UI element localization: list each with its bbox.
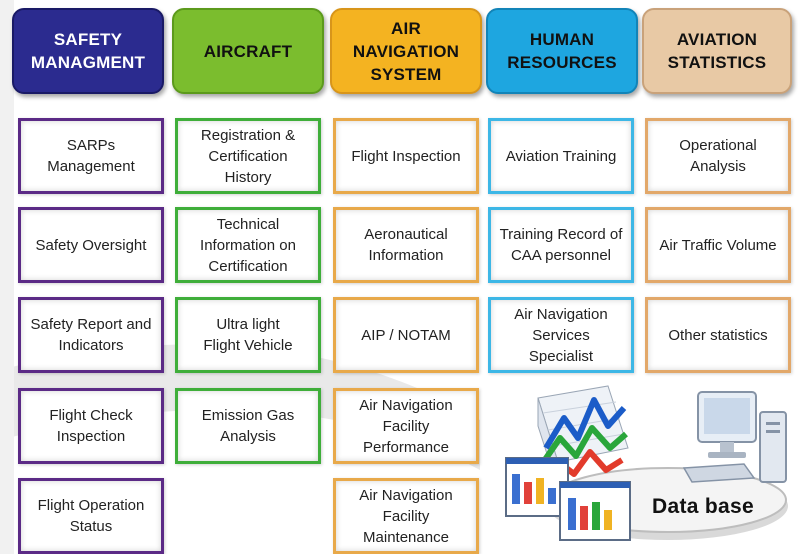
cell-operational-analysis: Operational Analysis: [645, 118, 791, 194]
cell-emission-gas-analysis: Emission Gas Analysis: [175, 388, 321, 464]
header-safety-management: SAFETY MANAGMENT: [12, 8, 164, 94]
cell-other-statistics: Other statistics: [645, 297, 791, 373]
cell-safety-report-indicators: Safety Report and Indicators: [18, 297, 164, 373]
cell-air-navigation-facility-maintenance: Air Navigation Facility Maintenance: [333, 478, 479, 554]
cell-aip-notam: AIP / NOTAM: [333, 297, 479, 373]
header-air-navigation-system: AIR NAVIGATION SYSTEM: [330, 8, 482, 94]
database-label: Data base: [652, 495, 754, 518]
header-aircraft: AIRCRAFT: [172, 8, 324, 94]
cell-aeronautical-information: Aeronautical Information: [333, 207, 479, 283]
cell-flight-operation-status: Flight Operation Status: [18, 478, 164, 554]
cell-safety-oversight: Safety Oversight: [18, 207, 164, 283]
cell-air-traffic-volume: Air Traffic Volume: [645, 207, 791, 283]
database-computer-chart-icon: [505, 385, 788, 541]
cell-flight-check-inspection: Flight Check Inspection: [18, 388, 164, 464]
cell-air-navigation-services-specialist: Air Navigation Services Specialist: [488, 297, 634, 373]
cell-training-record-caa-personnel: Training Record of CAA personnel: [488, 207, 634, 283]
cell-sarps-management: SARPs Management: [18, 118, 164, 194]
cell-technical-information-certification: Technical Information on Certification: [175, 207, 321, 283]
cell-flight-inspection: Flight Inspection: [333, 118, 479, 194]
cell-ultra-light-flight-vehicle: Ultra light Flight Vehicle: [175, 297, 321, 373]
header-human-resources: HUMAN RESOURCES: [486, 8, 638, 94]
header-aviation-statistics: AVIATION STATISTICS: [642, 8, 792, 94]
cell-air-navigation-facility-performance: Air Navigation Facility Performance: [333, 388, 479, 464]
cell-registration-certification-history: Registration & Certification History: [175, 118, 321, 194]
cell-aviation-training: Aviation Training: [488, 118, 634, 194]
